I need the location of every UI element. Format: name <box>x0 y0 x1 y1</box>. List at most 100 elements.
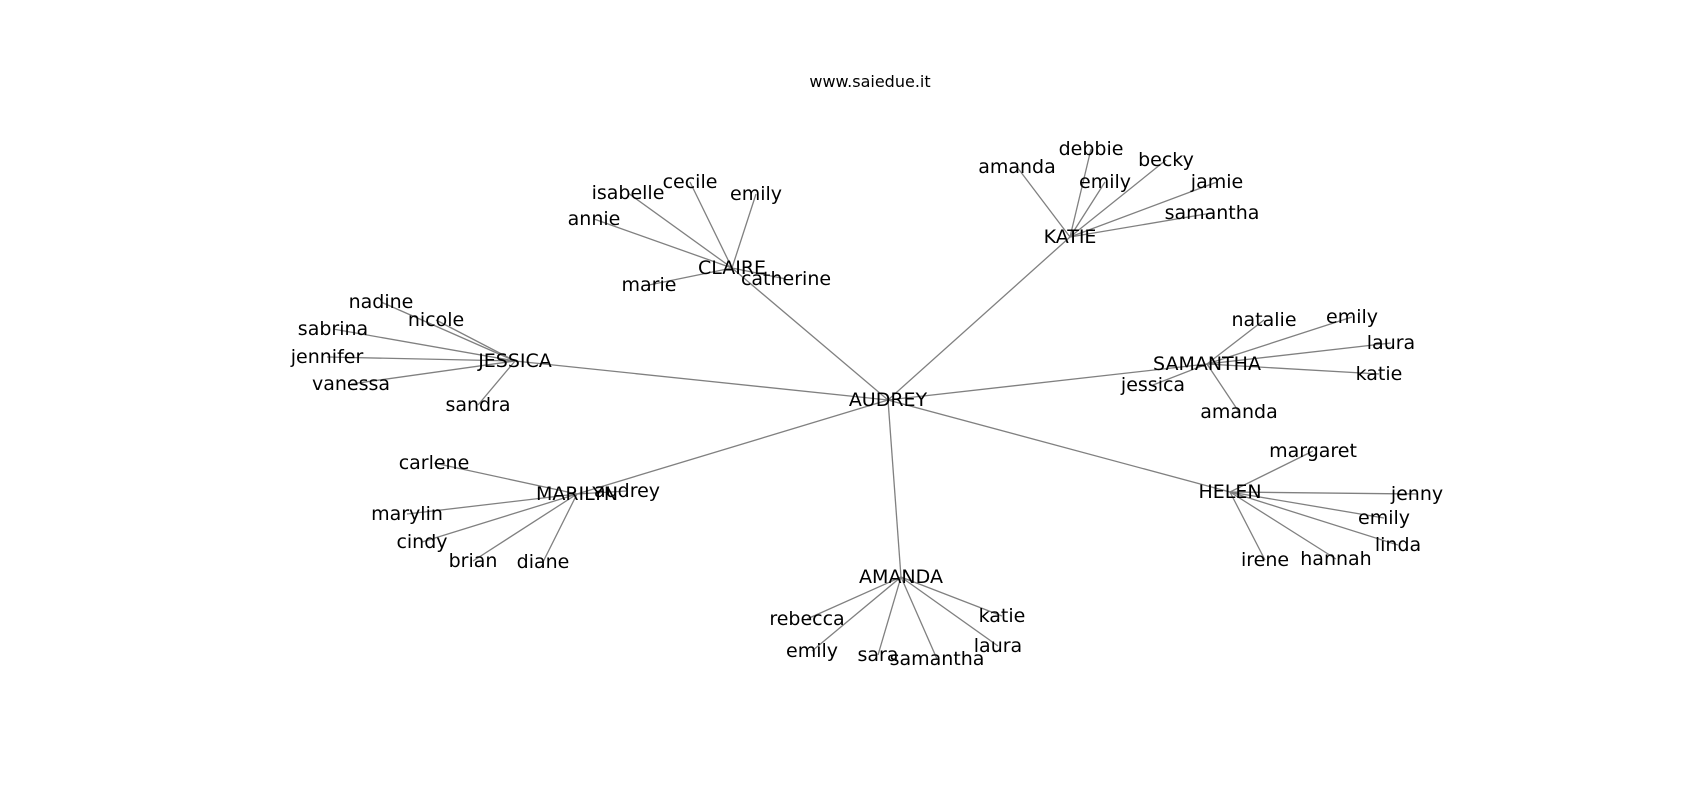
edge-amanda-sara <box>877 576 902 656</box>
node-leaf-jessica-sandra: sandra <box>445 394 510 416</box>
edge-root-helen <box>887 399 1231 493</box>
node-hub-marilyn: MARILYN <box>536 483 618 505</box>
node-leaf-marilyn-marylin: marylin <box>371 503 443 525</box>
node-leaf-amanda-samantha: samantha <box>890 648 985 670</box>
node-leaf-jessica-sabrina: sabrina <box>298 318 368 340</box>
edge-helen-irene <box>1229 491 1266 561</box>
node-leaf-katie-jamie: jamie <box>1190 171 1243 193</box>
node-leaf-katie-emily: emily <box>1079 171 1131 193</box>
edge-katie-emily <box>1069 181 1106 238</box>
node-leaf-amanda-laura: laura <box>974 635 1022 657</box>
edge-jessica-nicole <box>435 319 516 362</box>
node-root: AUDREY <box>849 389 928 411</box>
node-leaf-claire-marie: marie <box>622 274 677 296</box>
edge-marilyn-cindy <box>421 493 578 543</box>
edge-jessica-vanessa <box>350 360 516 385</box>
edge-claire-catherine <box>731 267 787 280</box>
edge-root-amanda <box>887 399 902 578</box>
node-leaf-amanda-rebecca: rebecca <box>769 608 844 630</box>
node-leaf-claire-isabelle: isabelle <box>592 182 665 204</box>
edge-jessica-sandra <box>477 360 516 406</box>
node-leaf-katie-debbie: debbie <box>1059 138 1124 160</box>
edge-jessica-nadine <box>380 301 516 362</box>
edge-marilyn-marylin <box>406 493 578 515</box>
edge-helen-emily <box>1229 491 1385 519</box>
node-leaf-amanda-sara: sara <box>858 644 899 666</box>
node-leaf-amanda-emily: emily <box>786 640 838 662</box>
edge-root-jessica <box>514 360 889 401</box>
edge-katie-becky <box>1069 159 1167 238</box>
edge-helen-hannah <box>1229 491 1337 560</box>
node-leaf-helen-linda: linda <box>1375 534 1421 556</box>
edge-katie-debbie <box>1069 148 1092 238</box>
node-leaf-marilyn-cindy: cindy <box>396 531 447 553</box>
edge-katie-amanda <box>1016 166 1071 238</box>
edge-root-marilyn <box>576 399 889 495</box>
edge-marilyn-brian <box>472 493 578 562</box>
node-leaf-jessica-vanessa: vanessa <box>312 373 390 395</box>
edge-root-katie <box>887 236 1071 401</box>
node-leaf-samantha-emily: emily <box>1326 306 1378 328</box>
node-leaf-helen-jenny: jenny <box>1390 483 1443 505</box>
edge-katie-jamie <box>1069 181 1218 238</box>
node-hub-claire: CLAIRE <box>698 257 766 279</box>
edge-marilyn-diane <box>542 493 578 563</box>
node-leaf-amanda-katie: katie <box>979 605 1026 627</box>
node-leaf-helen-irene: irene <box>1241 549 1289 571</box>
edge-marilyn-audrey <box>576 490 628 495</box>
node-hub-katie: KATIE <box>1044 226 1097 248</box>
edge-samantha-emily <box>1206 316 1353 365</box>
node-leaf-claire-catherine: catherine <box>741 268 831 290</box>
edge-claire-cecile <box>689 181 733 269</box>
node-leaf-helen-hannah: hannah <box>1300 548 1371 570</box>
edge-root-claire <box>731 267 889 401</box>
node-leaf-claire-emily: emily <box>730 183 782 205</box>
edge-amanda-laura <box>900 576 999 647</box>
edge-claire-annie <box>593 218 733 269</box>
node-leaf-katie-amanda: amanda <box>978 156 1056 178</box>
node-hub-samantha: SAMANTHA <box>1153 353 1261 375</box>
edge-samantha-katie <box>1206 363 1380 375</box>
node-leaf-katie-becky: becky <box>1138 149 1194 171</box>
node-leaf-marilyn-audrey: audrey <box>594 480 660 502</box>
node-leaf-claire-cecile: cecile <box>663 171 718 193</box>
node-leaf-jessica-nadine: nadine <box>349 291 414 313</box>
edges-layer <box>326 148 1418 660</box>
node-leaf-jessica-jennifer: jennifer <box>290 346 364 368</box>
edge-jessica-sabrina <box>332 328 516 362</box>
node-hub-jessica: JESSICA <box>477 350 552 372</box>
node-leaf-helen-margaret: margaret <box>1269 440 1357 462</box>
edge-helen-jenny <box>1229 491 1418 495</box>
edge-claire-emily <box>731 193 757 269</box>
edge-helen-linda <box>1229 491 1399 546</box>
edge-helen-margaret <box>1229 450 1314 493</box>
node-leaf-samantha-jessica: jessica <box>1120 374 1185 396</box>
node-leaf-samantha-laura: laura <box>1367 332 1415 354</box>
edge-claire-isabelle <box>627 192 733 269</box>
edge-samantha-jessica <box>1152 363 1208 386</box>
edge-marilyn-carlene <box>433 462 578 495</box>
edge-katie-samantha <box>1069 212 1213 238</box>
edge-amanda-katie <box>900 576 1003 617</box>
node-hub-helen: HELEN <box>1198 481 1261 503</box>
node-leaf-helen-emily: emily <box>1358 507 1410 529</box>
edge-samantha-amanda <box>1206 363 1240 413</box>
edge-amanda-emily <box>811 576 902 652</box>
edge-root-samantha <box>887 363 1208 401</box>
node-leaf-claire-annie: annie <box>568 208 621 230</box>
edge-jessica-jennifer <box>326 356 516 362</box>
node-leaf-marilyn-carlene: carlene <box>399 452 470 474</box>
edge-claire-marie <box>648 267 733 286</box>
node-leaf-samantha-katie: katie <box>1356 363 1403 385</box>
node-leaf-marilyn-diane: diane <box>517 551 570 573</box>
diagram-title: www.saiedue.it <box>809 72 930 91</box>
node-leaf-marilyn-brian: brian <box>449 550 498 572</box>
edge-amanda-rebecca <box>806 576 902 620</box>
edge-samantha-laura <box>1206 342 1392 365</box>
node-hub-amanda: AMANDA <box>859 566 943 588</box>
node-leaf-katie-samantha: samantha <box>1165 202 1260 224</box>
edge-amanda-samantha <box>900 576 938 660</box>
node-leaf-samantha-natalie: natalie <box>1231 309 1296 331</box>
node-leaf-samantha-amanda: amanda <box>1200 401 1278 423</box>
